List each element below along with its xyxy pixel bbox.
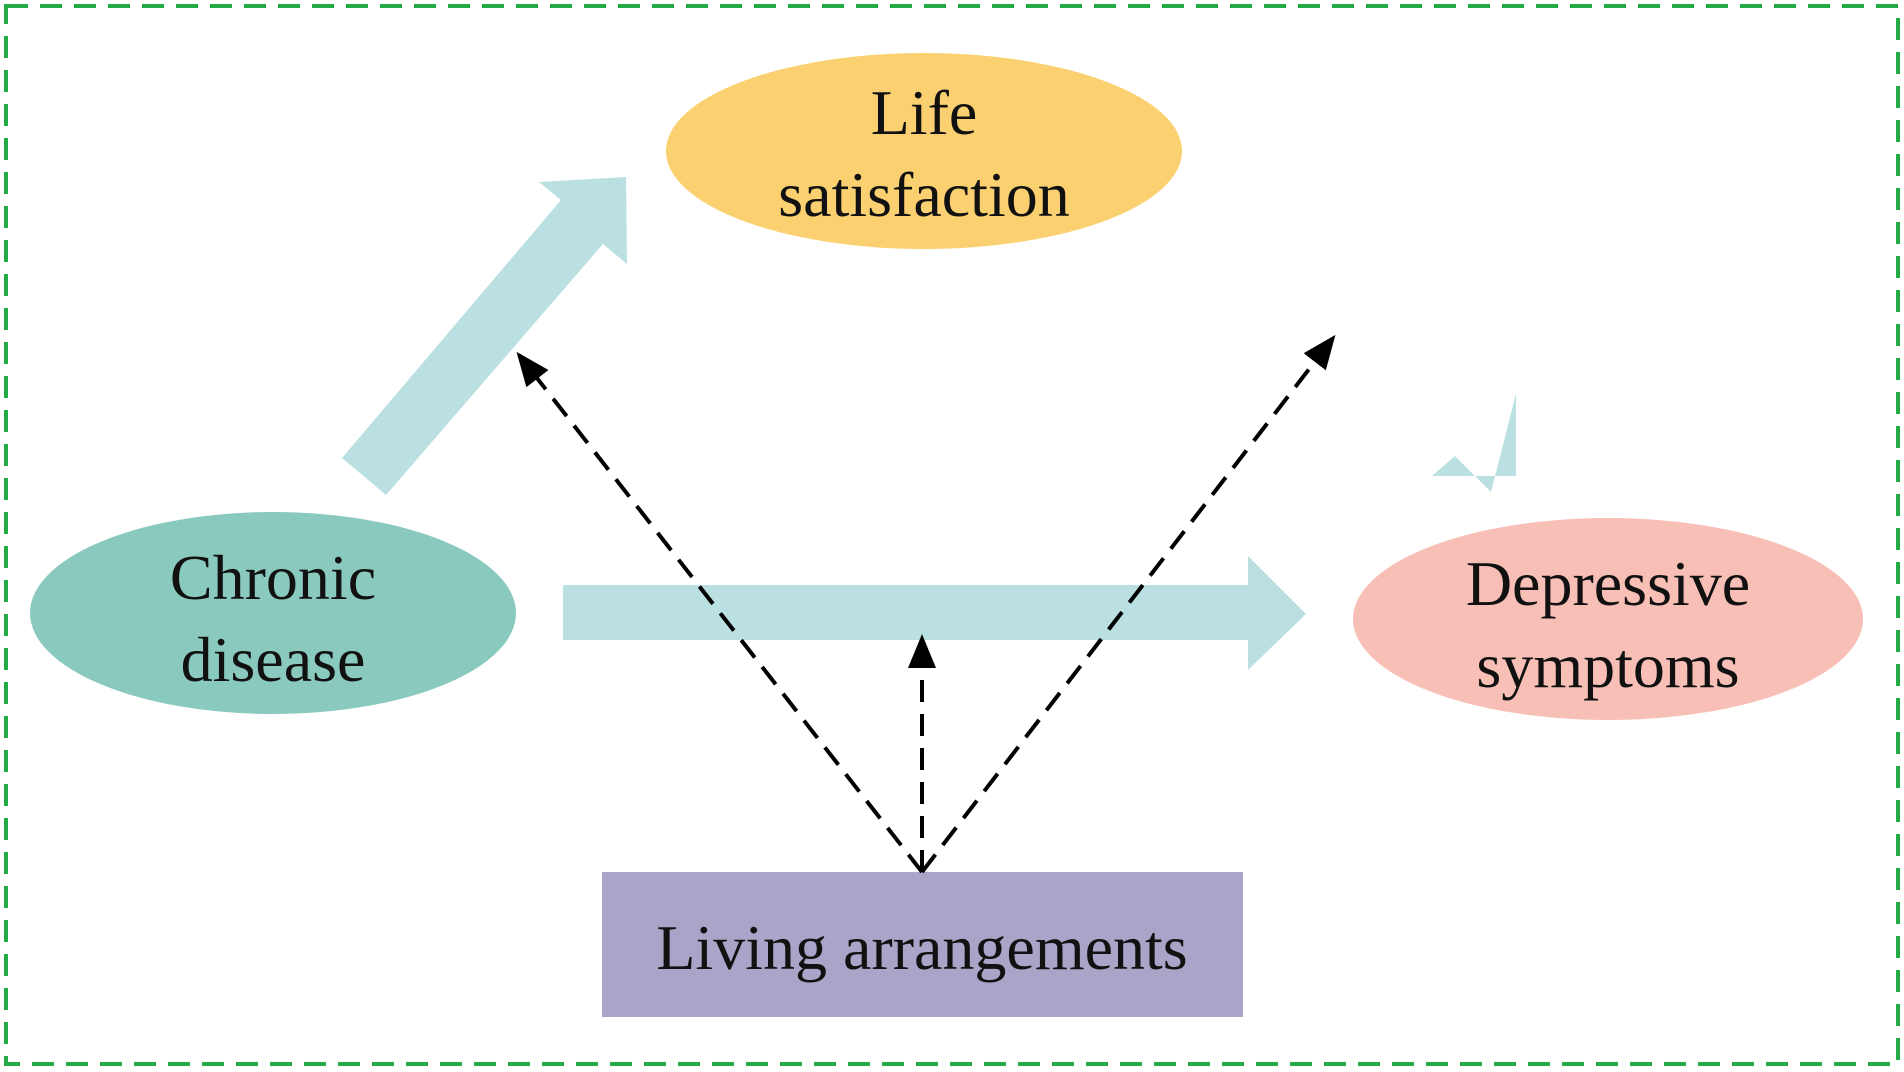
path-arrow-chronic-to-depressive: [563, 556, 1306, 670]
moderation-arrow-to-chronic-life-path: [516, 351, 924, 874]
depressive-symptoms-ellipse: [1353, 518, 1863, 720]
life-satisfaction-label-line1: Life: [871, 77, 978, 148]
depressive-symptoms-label-line2: symptoms: [1476, 630, 1739, 701]
life-satisfaction-ellipse: [666, 53, 1182, 249]
node-living-arrangements: Living arrangements: [602, 872, 1243, 1017]
path-arrow-life-to-depressive: [1187, 189, 1516, 492]
path-arrow-chronic-to-life: [342, 177, 627, 495]
living-arrangements-box: [602, 872, 1243, 1017]
frame-border: [4, 4, 1900, 1066]
node-chronic-disease: Chronic disease: [30, 512, 516, 714]
node-life-satisfaction: Life satisfaction: [666, 53, 1182, 249]
depressive-symptoms-label-line1: Depressive: [1466, 548, 1750, 619]
moderation-arrow-to-life-depressive-path: [920, 334, 1336, 874]
node-depressive-symptoms: Depressive symptoms: [1353, 518, 1863, 720]
living-arrangements-label: Living arrangements: [656, 912, 1187, 983]
chronic-disease-ellipse: [30, 512, 516, 714]
chronic-disease-label-line1: Chronic: [170, 542, 376, 613]
life-satisfaction-label-line2: satisfaction: [778, 159, 1069, 230]
chronic-disease-label-line2: disease: [181, 624, 366, 695]
